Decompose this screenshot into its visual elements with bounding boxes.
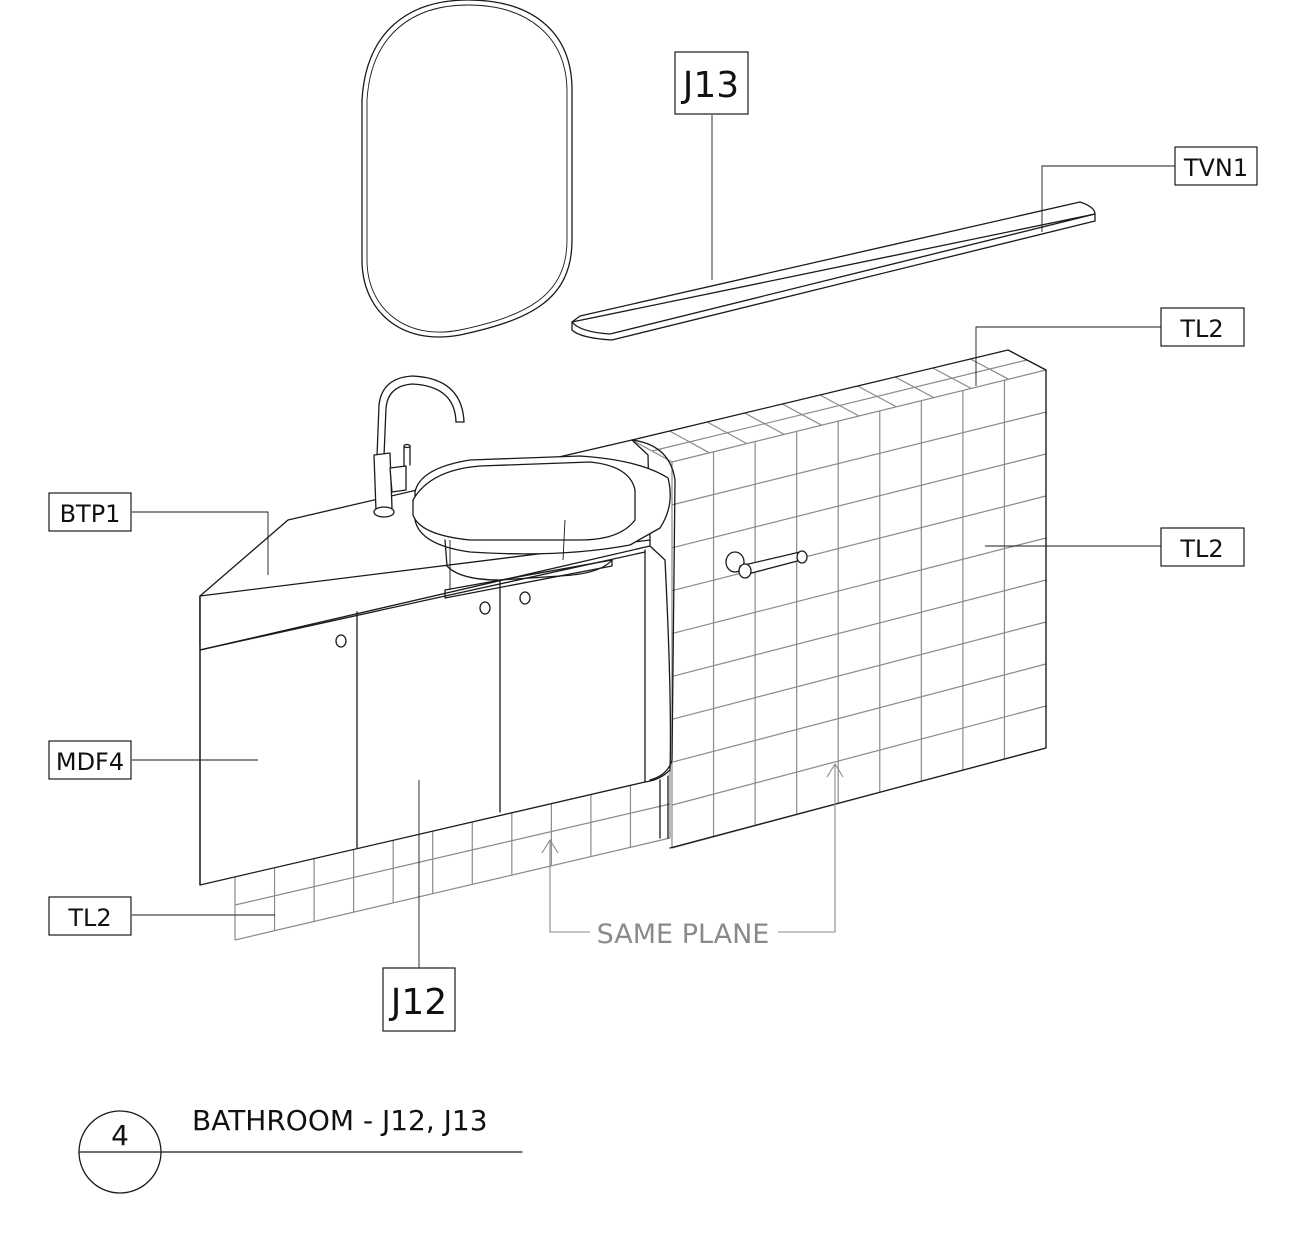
- tag-tvn1: TVN1: [1174, 146, 1258, 186]
- wall-tile-hline: [671, 495, 1047, 592]
- wall-tile-hline: [671, 411, 1047, 506]
- tag-tl2-left: TL2: [48, 896, 132, 936]
- wall-outline: [631, 349, 1047, 849]
- wall-tile-hline: [671, 537, 1047, 635]
- view-number: 4: [111, 1119, 129, 1152]
- tag-tl2-left-label: TL2: [67, 904, 111, 932]
- same-plane-leader: [541, 762, 844, 933]
- wall-tile-hline: [671, 579, 1047, 678]
- wall-tile-hline: [671, 705, 1047, 806]
- tag-tl2-top-label: TL2: [1179, 315, 1223, 343]
- tag-tvn1-label: TVN1: [1183, 154, 1248, 182]
- skirt-tile-hline: [234, 837, 671, 941]
- same-plane-label: SAME PLANE: [597, 919, 770, 950]
- tag-j13-label: J13: [681, 65, 739, 106]
- tag-j12: J12: [382, 967, 456, 1032]
- towel-rail: [725, 550, 808, 579]
- leader-lines: [132, 115, 1175, 968]
- tag-tl2-top: TL2: [1160, 307, 1245, 347]
- wall-tile-hline: [671, 663, 1047, 763]
- wall-tile-hline: [671, 621, 1047, 720]
- tap: [373, 375, 465, 518]
- wall-top-tile-line: [651, 359, 1028, 452]
- tag-btp1-label: BTP1: [60, 500, 121, 528]
- tag-j13: J13: [674, 51, 749, 115]
- view-title-text: BATHROOM - J12, J13: [192, 1104, 488, 1137]
- tag-tl2-right-label: TL2: [1179, 535, 1223, 563]
- mirror: [361, 0, 573, 338]
- tag-tl2-right: TL2: [1160, 527, 1245, 567]
- view-title: 4 BATHROOM - J12, J13: [78, 1104, 523, 1194]
- wall-tile-hline: [671, 453, 1047, 549]
- tag-j12-label: J12: [389, 982, 447, 1023]
- tiled-wall: [631, 349, 1047, 849]
- skirt-tile-hline: [234, 803, 671, 906]
- shelf: [571, 201, 1096, 341]
- basin: [412, 455, 671, 599]
- tag-mdf4-label: MDF4: [56, 748, 124, 776]
- tag-btp1: BTP1: [48, 492, 132, 532]
- tag-mdf4: MDF4: [48, 740, 132, 780]
